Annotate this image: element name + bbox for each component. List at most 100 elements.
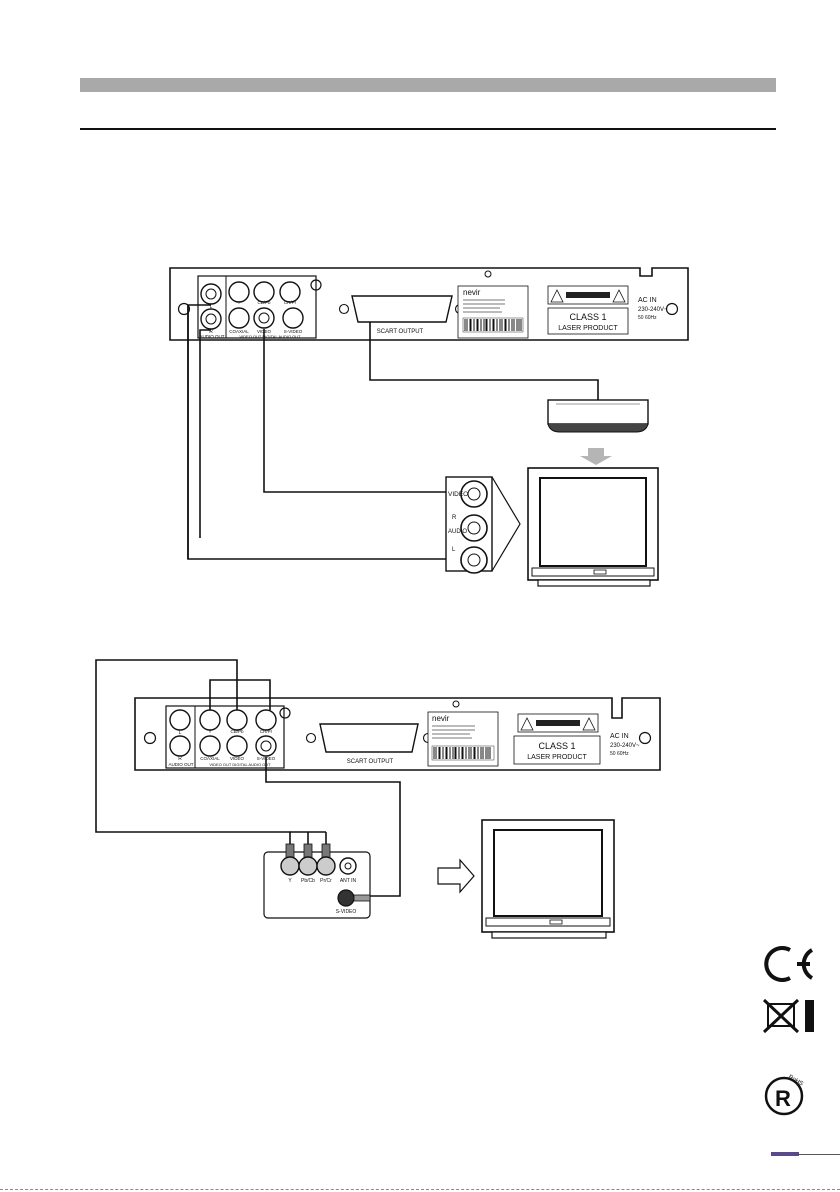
laser-class-text: CLASS 1 <box>569 312 606 322</box>
video-jack-label: VIDEO <box>230 756 245 761</box>
ac-in-label: AC IN <box>610 733 629 740</box>
ant-in-jack-icon <box>339 857 357 875</box>
upper-tv-input-panel: VIDEO R AUDIO L <box>445 476 521 574</box>
video-jack-icon <box>226 735 248 757</box>
scart-connector-icon <box>319 723 419 753</box>
svideo-input-label: S-VIDEO <box>336 909 357 915</box>
rohs-mark-icon: R RoHS <box>764 1074 804 1116</box>
component-jack-label: CR/Pr <box>284 300 297 305</box>
tv-left-label: L <box>452 547 456 553</box>
brand-label: nevir <box>432 714 450 723</box>
svideo-input-jack-icon <box>337 889 355 907</box>
component-y-jack-icon <box>199 709 221 731</box>
laser-product-text: LASER PRODUCT <box>558 325 618 332</box>
video-jack-icon <box>253 307 275 329</box>
ce-mark-icon: CE <box>764 946 814 982</box>
screw-hole-icon <box>177 302 191 316</box>
optical-jack-icon <box>310 279 322 291</box>
brand-label: nevir <box>463 288 481 297</box>
component-jack-label: Y <box>208 729 211 734</box>
section-header-bar <box>80 78 776 92</box>
audio-l-cable <box>187 304 446 560</box>
audio-l-jack-icon <box>169 709 191 731</box>
page-bottom-edge <box>0 1189 840 1190</box>
component-pb-jack-icon <box>226 709 248 731</box>
warning-triangle-icon <box>520 717 534 731</box>
tv-right-label: R <box>452 515 457 521</box>
component-bridge-cable <box>209 679 271 710</box>
scart-plug-icon <box>547 399 649 433</box>
video-jack-label: COAXIAL <box>200 756 220 761</box>
audio-out-label: AUDIO OUT <box>168 762 193 767</box>
laser-class-text: CLASS 1 <box>538 741 575 751</box>
pb-input-jack-icon <box>298 856 318 876</box>
svideo-cable <box>265 757 401 897</box>
tv-video-jack-icon <box>460 480 488 508</box>
audio-jack-label: L <box>210 304 213 310</box>
video-cable <box>263 329 446 493</box>
svideo-jack-icon <box>255 735 277 757</box>
component-pb-jack-icon <box>253 281 275 303</box>
audio-l-jack-icon <box>200 283 222 305</box>
y-input-jack-icon <box>280 856 300 876</box>
screw-hole-icon <box>143 731 157 745</box>
svideo-jack-icon <box>282 307 304 329</box>
optical-jack-icon <box>279 707 291 719</box>
audio-jack-label: R <box>178 756 182 762</box>
tv-audio-label: AUDIO <box>448 529 467 535</box>
rohs-r-glyph: R <box>775 1086 791 1111</box>
video-jack-label: COAXIAL <box>229 329 249 334</box>
upper-diagram: L R AUDIO OUT Y CB/Pb CR/Pr COAXIAL VIDE… <box>169 267 689 587</box>
scart-cable <box>369 322 599 400</box>
laser-product-label <box>547 307 629 335</box>
barcode-icon <box>462 317 524 333</box>
component-jack-label: CR/Pr <box>260 729 273 734</box>
component-jack-label: CB/Pb <box>230 729 244 734</box>
coaxial-jack-icon <box>228 307 250 329</box>
component-cable <box>95 659 291 846</box>
component-jack-label: Y <box>237 300 240 305</box>
warning-triangle-icon <box>612 289 626 303</box>
weee-crossed-bin-icon <box>762 998 814 1034</box>
audio-r-jack-icon <box>169 735 191 757</box>
coaxial-jack-icon <box>199 735 221 757</box>
page-footer-line <box>799 1154 840 1155</box>
component-jack-label: CB/Pb <box>257 300 271 305</box>
screw-hole-icon <box>452 700 460 708</box>
upper-tv-icon <box>527 467 659 587</box>
video-jack-label: S-VIDEO <box>284 329 303 334</box>
tv-video-label: VIDEO <box>448 491 468 498</box>
audio-r-jack-icon <box>200 308 222 330</box>
video-out-label: VIDEO OUT DIGITAL AUDIO OUT <box>209 762 271 767</box>
screw-hole-icon <box>638 731 652 745</box>
laser-product-label <box>513 735 601 765</box>
tv-audio-l-jack-icon <box>460 546 488 574</box>
laser-product-text: LASER PRODUCT <box>527 754 587 761</box>
y-input-label: Y <box>288 878 292 884</box>
ant-in-label: ANT IN <box>340 878 357 884</box>
pr-input-jack-icon <box>316 856 336 876</box>
compliance-marks: CE R RoHS <box>762 946 814 1116</box>
component-pr-jack-icon <box>279 281 301 303</box>
down-arrow-icon <box>580 448 612 465</box>
scart-output-label: SCART OUTPUT <box>347 759 394 765</box>
lower-diagram: L R AUDIO OUT Y CB/Pb CR/Pr COAXIAL VIDE… <box>95 659 661 939</box>
lower-tv-input-box: Y Pb/Cb Pr/Cr ANT IN S-VIDEO <box>263 843 371 919</box>
audio-r-cable <box>199 329 211 538</box>
lower-tv-icon <box>481 819 615 939</box>
warning-triangle-icon <box>582 717 596 731</box>
ac-voltage-label: 230-240V~ <box>610 743 640 749</box>
audio-out-label: AUDIO OUT <box>199 334 224 339</box>
audio-jack-label: L <box>179 730 182 736</box>
pr-input-label: Pr/Cr <box>320 878 332 884</box>
ac-freq-label: 50 60Hz <box>638 315 657 321</box>
ac-in-label: AC IN <box>638 297 657 304</box>
video-out-label: VIDEO OUT DIGITAL AUDIO OUT <box>239 334 301 339</box>
scart-connector-icon <box>351 295 453 323</box>
lower-cables <box>95 659 401 897</box>
section-header-rule <box>80 128 776 130</box>
pb-input-label: Pb/Cb <box>301 878 315 884</box>
barcode-icon <box>431 745 495 761</box>
ac-freq-label: 50 60Hz <box>610 751 629 757</box>
